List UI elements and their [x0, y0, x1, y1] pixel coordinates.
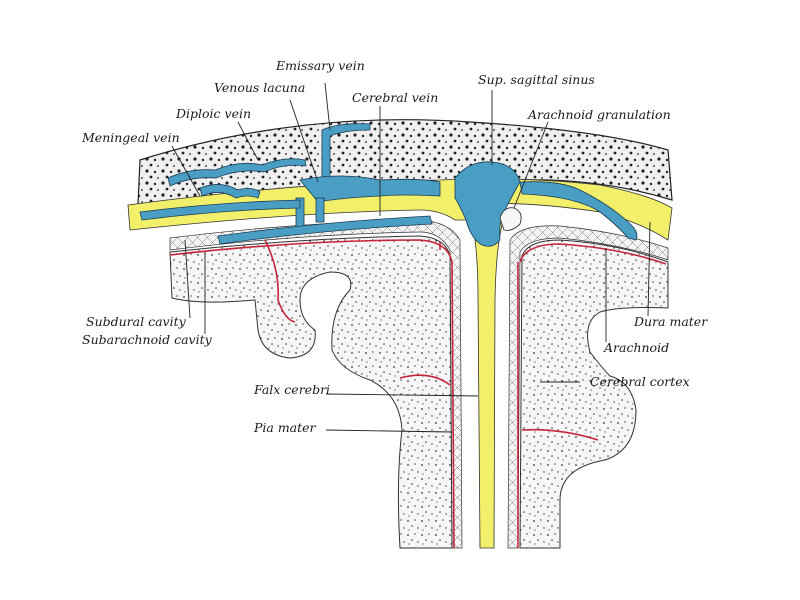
label-pia-mater: Pia mater — [253, 420, 317, 435]
leader-lines — [171, 82, 651, 433]
label-subarachnoid-cavity: Subarachnoid cavity — [82, 332, 213, 347]
falx-cerebri-layer — [469, 214, 506, 549]
label-subdural-cavity: Subdural cavity — [86, 314, 187, 329]
diploic-vein — [167, 158, 307, 187]
pia-mater-lines — [169, 239, 667, 549]
venous-lacuna — [299, 175, 441, 203]
emissary-vein — [321, 123, 371, 181]
venous-structures — [139, 123, 638, 247]
arachnoid-granulation — [499, 207, 522, 231]
label-arachnoid-granulation: Arachnoid granulation — [527, 107, 671, 122]
label-falx-cerebri: Falx cerebri — [253, 382, 330, 397]
superior-sagittal-sinus — [454, 161, 521, 247]
cerebral-cortex-right — [519, 239, 669, 549]
cerebral-vein — [217, 215, 433, 245]
arachnoid-band-right — [507, 225, 669, 549]
label-venous-lacuna: Venous lacuna — [214, 80, 305, 95]
label-cerebral-cortex: Cerebral cortex — [590, 374, 690, 389]
label-diploic-vein: Diploic vein — [175, 106, 251, 121]
label-dura-mater: Dura mater — [633, 314, 708, 329]
labels: Emissary vein Venous lacuna Diploic vein… — [81, 58, 708, 435]
label-sup-sagittal-sinus: Sup. sagittal sinus — [478, 72, 595, 87]
label-emissary-vein: Emissary vein — [275, 58, 365, 73]
cerebral-cortex-left — [169, 235, 453, 549]
label-arachnoid: Arachnoid — [603, 340, 669, 355]
label-cerebral-vein: Cerebral vein — [352, 90, 438, 105]
meningeal-vein — [139, 199, 301, 221]
label-meningeal-vein: Meningeal vein — [81, 130, 180, 145]
